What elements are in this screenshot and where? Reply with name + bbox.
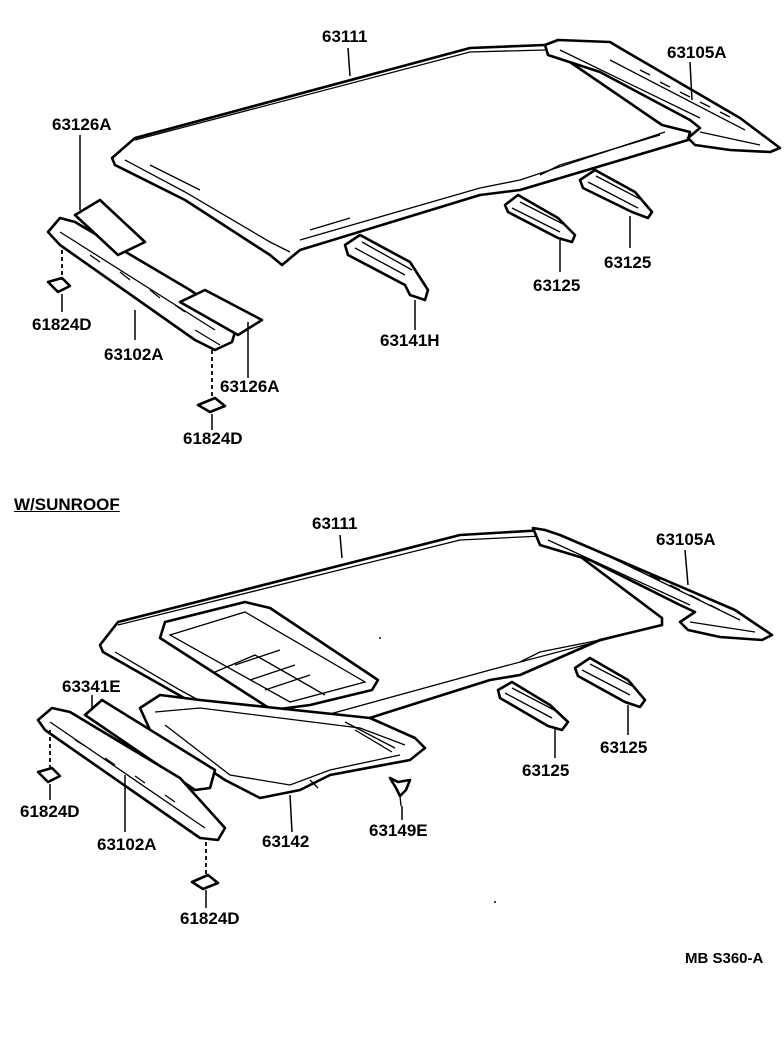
label-upper-front-header: 63102A [104, 345, 164, 364]
label-sunroof-reinforcement: 63341E [62, 677, 121, 696]
label-upper-pad-front: 63126A [52, 115, 112, 134]
sunroof-plug-lower [190, 873, 220, 891]
label-upper-roof-panel: 63111 [322, 27, 368, 46]
figure-code: MB S360-A [685, 950, 764, 967]
label-sunroof-frame: 63142 [262, 832, 310, 851]
label-upper-plug-left: 61824D [32, 315, 92, 334]
label-upper-bow-front: 63141H [380, 331, 440, 350]
label-sunroof-clip: 63149E [369, 821, 428, 840]
label-sunroof-plug-lower: 61824D [180, 909, 240, 928]
sunroof-plug-left [36, 766, 62, 784]
sunroof-clip [388, 776, 412, 807]
label-sunroof-rear-rail: 63105A [656, 530, 716, 549]
upper-roof-panel [110, 43, 692, 267]
label-sunroof-roof-panel: 63111 [312, 514, 358, 533]
label-upper-plug-lower: 61824D [183, 429, 243, 448]
label-upper-pad-rear: 63126A [220, 377, 280, 396]
upper-plug-lower [196, 396, 227, 414]
upper-bow-rear [578, 168, 654, 220]
label-upper-bow-rear: 63125 [604, 253, 652, 272]
upper-rear-rail [543, 38, 782, 154]
upper-bow-front [343, 233, 430, 302]
upper-pad-front [73, 198, 147, 257]
upper-pad-rear [178, 288, 264, 337]
sunroof-front-header [36, 706, 227, 842]
upper-front-header [46, 216, 240, 352]
sunroof-bow-mid [496, 680, 570, 732]
label-sunroof-bow-rear: 63125 [600, 738, 648, 757]
label-upper-bow-mid: 63125 [533, 276, 581, 295]
label-upper-rear-rail: 63105A [667, 43, 727, 62]
label-sunroof-plug-left: 61824D [20, 802, 80, 821]
section-title-sunroof: W/SUNROOF [14, 495, 120, 514]
label-sunroof-bow-mid: 63125 [522, 761, 570, 780]
sunroof-roof-panel [98, 528, 664, 754]
upper-plug-left [46, 276, 72, 294]
sunroof-bow-rear [573, 656, 647, 709]
sunroof-frame [138, 693, 427, 800]
sunroof-rear-rail [531, 526, 774, 642]
label-sunroof-front-header: 63102A [97, 835, 157, 854]
upper-bow-mid [503, 193, 577, 244]
